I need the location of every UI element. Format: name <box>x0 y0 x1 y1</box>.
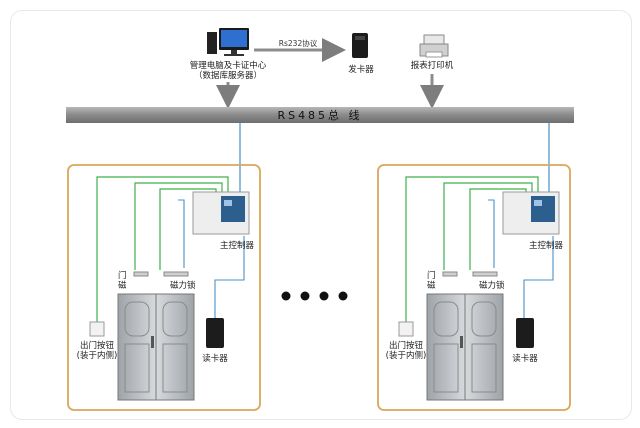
door-unit-left: 主控制器 门 磁 磁力锁 出门按钮 (装于内侧) <box>67 164 261 411</box>
rs232-protocol-label: Rs232协议 <box>279 38 318 48</box>
double-door-icon <box>426 293 504 401</box>
maglock-icon <box>472 271 498 277</box>
printer-icon <box>419 34 449 58</box>
unit-border <box>377 164 571 411</box>
maglock-label: 磁力锁 <box>170 280 196 291</box>
more-units-ellipsis <box>281 291 348 301</box>
card-reader-label: 读卡器 <box>512 353 538 364</box>
maglock-icon <box>163 271 189 277</box>
pc-label-line1: 管理电脑及卡证中心 <box>190 60 267 71</box>
door-sensor-label-1: 门 <box>118 270 127 281</box>
card-issuer-label: 发卡器 <box>348 64 374 75</box>
door-sensor-label-1: 门 <box>427 270 436 281</box>
main-controller-icon <box>502 191 560 235</box>
controller-label: 主控制器 <box>529 240 564 251</box>
door-sensor-label-2: 磁 <box>118 280 127 291</box>
exit-button-label-1: 出门按钮 <box>389 340 424 351</box>
printer-label: 报表打印机 <box>411 60 454 71</box>
exit-button-icon <box>398 321 414 337</box>
pc-computer-icon <box>207 28 249 56</box>
rs485-bus-label: RS485总 线 <box>277 108 362 122</box>
door-sensor-icon <box>442 271 458 277</box>
main-controller-icon <box>192 191 250 235</box>
door-unit-right: 主控制器 门 磁 磁力锁 出门按钮 (装于内侧) 读卡器 <box>377 164 571 411</box>
exit-button-label-1: 出门按钮 <box>80 340 115 351</box>
card-reader-icon <box>516 318 534 348</box>
card-reader-label: 读卡器 <box>202 353 228 364</box>
exit-button-icon <box>89 321 105 337</box>
wiring-green <box>96 176 229 330</box>
unit-border <box>67 164 261 411</box>
card-issuer-icon <box>352 33 368 58</box>
wiring-blue <box>488 199 554 318</box>
double-door-icon <box>117 293 195 401</box>
door-sensor-icon <box>133 271 149 277</box>
pc-label-line2: （数据库服务器） <box>194 70 262 81</box>
maglock-label: 磁力锁 <box>479 280 505 291</box>
exit-button-label-2: (装于内侧) <box>77 350 118 361</box>
door-sensor-label-2: 磁 <box>427 280 436 291</box>
controller-label: 主控制器 <box>220 240 255 251</box>
card-reader-icon <box>206 318 224 348</box>
wiring-blue <box>178 199 245 318</box>
exit-button-label-2: (装于内侧) <box>386 350 427 361</box>
rs485-bus-bar <box>66 107 574 123</box>
wiring-green <box>405 176 539 330</box>
